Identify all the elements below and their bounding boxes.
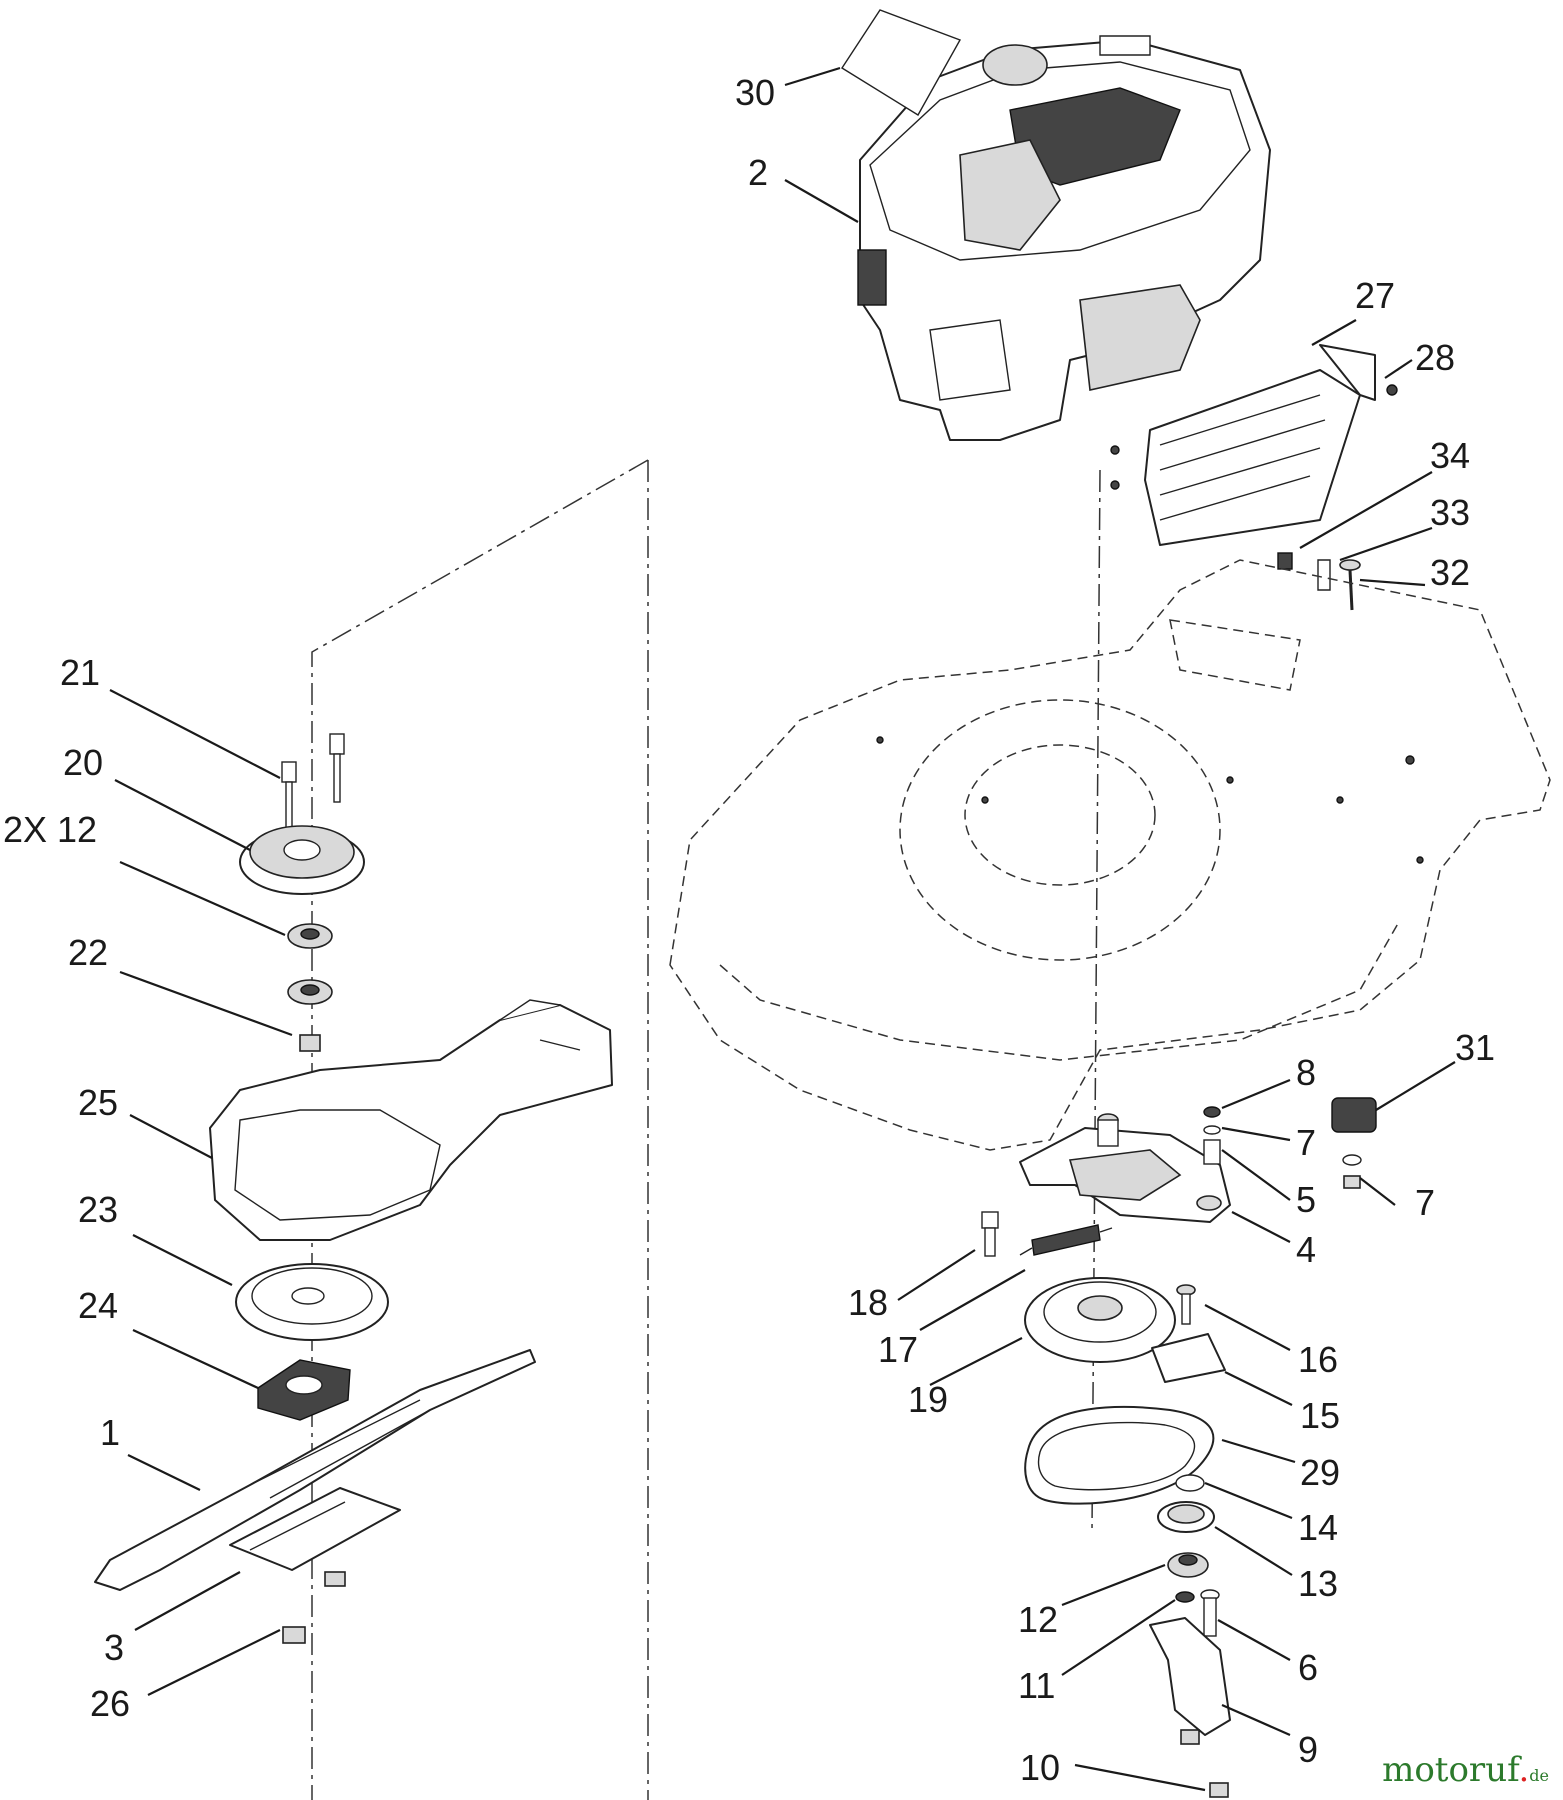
label-4: 4	[1296, 1229, 1316, 1270]
label-1: 1	[100, 1412, 120, 1453]
watermark-logo: motoruf.de	[1382, 1750, 1549, 1790]
muffler-guard	[1110, 344, 1398, 546]
shoulder-bolt	[981, 1211, 999, 1257]
idler-hardware	[1203, 1106, 1221, 1165]
label-8: 8	[1296, 1052, 1316, 1093]
label-17: 17	[878, 1329, 918, 1370]
label-33: 33	[1430, 492, 1470, 533]
blade-stiffener	[229, 1487, 401, 1571]
label-11: 11	[1018, 1665, 1055, 1706]
label-2: 2	[748, 152, 768, 193]
label-31: 31	[1455, 1027, 1495, 1068]
bolts	[281, 733, 345, 831]
label-34: 34	[1430, 435, 1470, 476]
mower-deck	[669, 559, 1551, 1151]
label-7: 7	[1296, 1122, 1316, 1163]
drive-belt	[1024, 1405, 1215, 1505]
spring	[1019, 1224, 1113, 1256]
pin	[1176, 1284, 1196, 1325]
blade-pulley	[235, 1263, 389, 1341]
label-21: 21	[60, 652, 100, 693]
label-12: 12	[1018, 1599, 1058, 1640]
label-16: 16	[1298, 1339, 1338, 1380]
belt-housing	[209, 999, 613, 1241]
label-7-bumper: 7	[1415, 1182, 1435, 1223]
label-27: 27	[1355, 275, 1395, 316]
label-28: 28	[1415, 337, 1455, 378]
pulley-plate	[239, 825, 365, 895]
bearing	[1167, 1552, 1209, 1578]
belt-guide	[1151, 1333, 1226, 1383]
idler-bracket	[1149, 1617, 1231, 1736]
part-number-labels: 30 2 27 28 34 33 32 21 20 2X 12 22 25 23…	[3, 72, 1495, 1788]
label-20: 20	[63, 742, 103, 783]
blade-adapter	[257, 1359, 351, 1421]
label-24: 24	[78, 1285, 118, 1326]
label-32: 32	[1430, 552, 1470, 593]
label-25: 25	[78, 1082, 118, 1123]
bearings	[287, 923, 333, 1005]
label-22: 22	[68, 932, 108, 973]
engine	[857, 35, 1271, 441]
idler-arm	[1019, 1113, 1231, 1223]
idler-pulley	[1024, 1277, 1176, 1363]
label-14: 14	[1298, 1507, 1338, 1548]
label-3: 3	[104, 1627, 124, 1668]
bumper	[1331, 1097, 1377, 1189]
deck-hardware	[1277, 552, 1361, 611]
bracket-nuts	[1180, 1729, 1229, 1798]
nut	[299, 1034, 321, 1052]
label-5: 5	[1296, 1179, 1316, 1220]
label-30: 30	[735, 72, 775, 113]
label-10: 10	[1020, 1747, 1060, 1788]
label-13: 13	[1298, 1563, 1338, 1604]
label-6: 6	[1298, 1647, 1318, 1688]
label-9: 9	[1298, 1729, 1318, 1770]
washer	[1175, 1474, 1205, 1492]
assembly-guide-left	[311, 459, 649, 1800]
label-18: 18	[848, 1282, 888, 1323]
label-2x-12: 2X 12	[3, 809, 97, 850]
label-15: 15	[1300, 1395, 1340, 1436]
label-23: 23	[78, 1189, 118, 1230]
spacer	[1175, 1591, 1195, 1603]
blade	[94, 1349, 536, 1591]
leader-lines	[109, 66, 1456, 1792]
decal	[841, 9, 962, 116]
blade-nuts	[282, 1571, 346, 1644]
label-19: 19	[908, 1379, 948, 1420]
idler-shaft	[1200, 1589, 1220, 1637]
idler-bearing	[1157, 1501, 1215, 1533]
label-29: 29	[1300, 1452, 1340, 1493]
label-26: 26	[90, 1683, 130, 1724]
assembly-guide-center	[1091, 469, 1101, 1531]
